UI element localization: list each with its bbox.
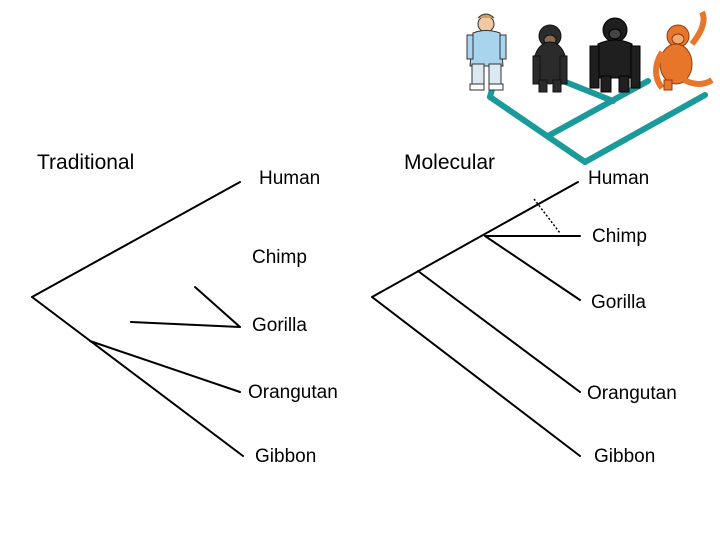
- traditional-taxon-chimp: Chimp: [252, 247, 307, 268]
- chimp-figure: [532, 24, 568, 93]
- traditional-branch-human: [31, 181, 241, 298]
- traditional-taxon-gibbon: Gibbon: [255, 446, 317, 467]
- teal-illustration-tree: [487, 74, 708, 165]
- molecular-taxon-human: Human: [588, 168, 650, 189]
- molecular-tree: [371, 181, 581, 457]
- molecular-taxon-gibbon: Gibbon: [594, 446, 656, 467]
- molecular-branch-node-orangutan: [417, 270, 581, 393]
- traditional-taxon-human: Human: [259, 168, 321, 189]
- traditional-branch-node-gorilla: [130, 321, 241, 328]
- traditional-taxon-orangutan: Orangutan: [248, 382, 338, 403]
- molecular-taxon-chimp: Chimp: [592, 226, 647, 247]
- gorilla-figure: [589, 17, 641, 93]
- molecular-branch-root-gibbon: [371, 296, 581, 457]
- traditional-tree: [31, 181, 244, 457]
- human-figure: [466, 13, 507, 91]
- traditional-branch-root-gibbon: [31, 296, 244, 457]
- molecular-dotted-connector: [533, 198, 561, 234]
- molecular-branch-human: [371, 181, 579, 298]
- molecular-taxon-orangutan: Orangutan: [587, 383, 677, 404]
- traditional-branch-chimp: [194, 286, 241, 328]
- molecular-heading: Molecular: [404, 151, 496, 174]
- molecular-taxon-gorilla: Gorilla: [591, 292, 646, 313]
- molecular-branch-gorilla: [484, 235, 581, 301]
- traditional-heading: Traditional: [37, 151, 135, 174]
- traditional-taxon-gorilla: Gorilla: [252, 315, 307, 336]
- traditional-branch-node-orangutan: [89, 340, 241, 393]
- orangutan-figure: [653, 10, 714, 91]
